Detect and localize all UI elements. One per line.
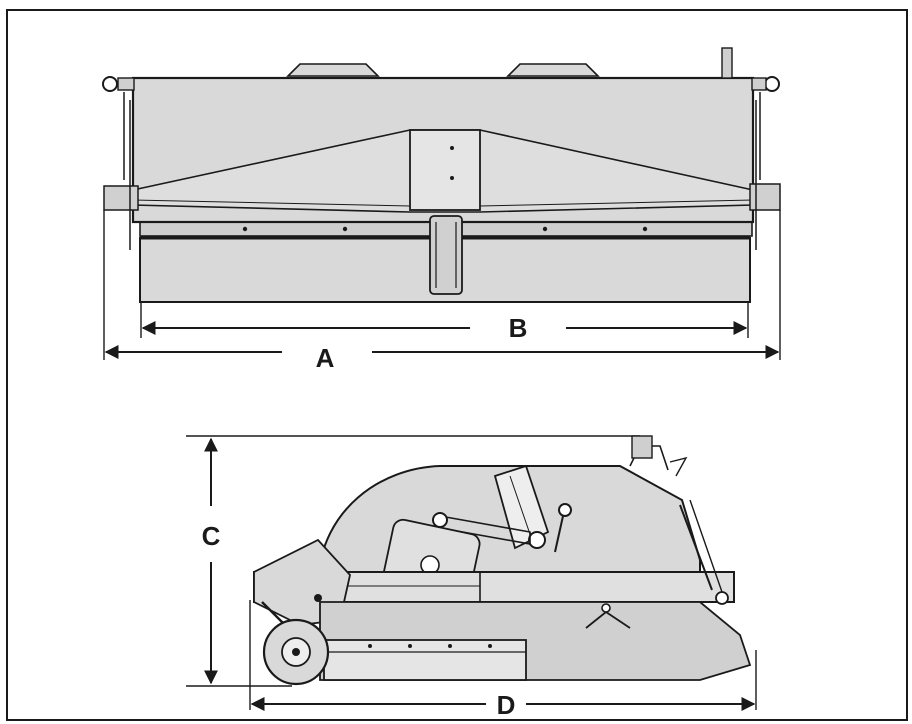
side-gauge-pivot (528, 531, 546, 549)
dim-d-label: D (497, 690, 516, 720)
side-view: C (186, 435, 757, 720)
hitch-pin-left (102, 76, 135, 92)
side-lever-knob (558, 503, 572, 517)
top-right-end (749, 183, 781, 211)
side-pto-stub (631, 435, 653, 459)
side-rear-roller (323, 639, 527, 681)
top-bracket-right (506, 63, 600, 77)
dim-b-label: B (509, 313, 528, 343)
top-left-end (103, 185, 139, 211)
top-center-block (409, 129, 481, 211)
side-tilt-gauge (493, 464, 550, 550)
diagram-border (6, 9, 908, 721)
top-bracket-left (286, 63, 380, 77)
blade-bolts (242, 226, 648, 232)
hitch-pin-right (721, 47, 780, 92)
dim-a-label: A (316, 343, 335, 373)
dim-c-label: C (202, 521, 221, 551)
top-view: B A (102, 47, 781, 373)
top-center-wheel (429, 215, 463, 295)
